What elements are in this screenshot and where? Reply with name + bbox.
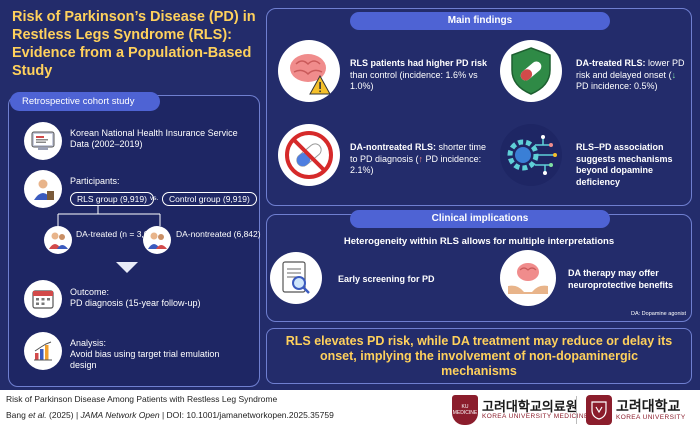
footer-doi: | DOI: 10.1001/jamanetworkopen.2025.3575… bbox=[159, 410, 334, 420]
main-area: Risk of Parkinson’s Disease (PD) in Rest… bbox=[0, 0, 700, 390]
brain-warning-icon bbox=[278, 40, 340, 102]
ku-name-en: KOREA UNIVERSITY bbox=[616, 414, 686, 421]
implications-header: Clinical implications bbox=[350, 210, 610, 228]
calendar-icon bbox=[24, 280, 62, 318]
ku-crest-icon bbox=[586, 395, 612, 425]
cohort-header: Retrospective cohort study bbox=[10, 92, 160, 111]
gear-circuit-icon bbox=[500, 124, 562, 186]
finding-da-treated-bold: DA-treated RLS: bbox=[576, 58, 646, 68]
footer-citation: Bang et al. (2025) | JAMA Network Open |… bbox=[6, 410, 334, 420]
data-source-text: Korean National Health Insurance Service… bbox=[70, 128, 238, 149]
footer: Risk of Parkinson Disease Among Patients… bbox=[0, 390, 700, 430]
ku-medicine-name-en: KOREA UNIVERSITY MEDICINE bbox=[482, 413, 589, 420]
footer-journal: JAMA Network Open bbox=[80, 410, 160, 420]
up-arrow-red-icon: ↑ bbox=[418, 153, 424, 164]
finding-da-nontreated-rest: shorter time to PD diagnosis ( bbox=[350, 142, 487, 164]
finding-mechanism: RLS–PD association suggests mechanisms b… bbox=[576, 142, 688, 188]
ku-medicine-logo-icon: KU MEDICINE bbox=[452, 395, 478, 425]
rls-group-pill: RLS group (9,919) bbox=[70, 192, 154, 206]
finding-rls-risk-bold: RLS patients had higher PD risk bbox=[350, 58, 488, 68]
vs-label: vs. bbox=[150, 195, 159, 202]
finding-da-treated-tail: PD incidence: 0.5%) bbox=[576, 81, 658, 91]
footer-year: (2025) | bbox=[46, 410, 81, 420]
analysis-chart-icon bbox=[24, 332, 62, 370]
finding-da-nontreated-tail: PD incidence: 2.1%) bbox=[350, 153, 482, 176]
finding-rls-risk-rest: than control (incidence: 1.6% vs 1.0%) bbox=[350, 69, 478, 92]
outcome-text: PD diagnosis (15-year follow-up) bbox=[70, 298, 201, 308]
implication-early-screening: Early screening for PD bbox=[338, 274, 435, 284]
ku-name-ko: 고려대학교 bbox=[616, 398, 681, 414]
analysis-text: Avoid bias using target trial emulation … bbox=[70, 349, 220, 370]
branch-lines bbox=[57, 206, 161, 226]
analysis-label: Analysis: bbox=[70, 338, 107, 348]
footer-article-title: Risk of Parkinson Disease Among Patients… bbox=[6, 394, 278, 404]
finding-mechanism-bold: RLS–PD association suggests mechanisms b… bbox=[576, 142, 673, 187]
da-nontreated-text: DA-nontreated (6,842) bbox=[176, 229, 261, 239]
conclusion-box: RLS elevates PD risk, while DA treatment… bbox=[266, 328, 692, 384]
finding-da-treated: DA-treated RLS: lower PD risk and delaye… bbox=[576, 58, 685, 91]
down-arrow-icon bbox=[116, 262, 138, 273]
shield-pill-icon bbox=[500, 40, 562, 102]
participants-label: Participants: bbox=[70, 176, 120, 186]
database-icon bbox=[24, 122, 62, 160]
finding-da-treated-rest: lower PD risk and delayed onset bbox=[576, 58, 685, 80]
ku-medicine-name-ko: 고려대학교의료원 bbox=[482, 399, 578, 414]
implications-subtitle: Heterogeneity within RLS allows for mult… bbox=[343, 236, 615, 247]
no-pill-icon bbox=[278, 124, 340, 186]
finding-da-nontreated-bold: DA-nontreated RLS: bbox=[350, 142, 436, 152]
findings-header: Main findings bbox=[350, 12, 610, 30]
da-treated-text: DA-treated (n = 3,077) bbox=[76, 229, 161, 239]
outcome-label: Outcome: bbox=[70, 287, 110, 297]
brain-hands-icon bbox=[500, 250, 556, 306]
implication-da-therapy: DA therapy may offer neuroprotective ben… bbox=[568, 268, 674, 290]
finding-da-nontreated: DA-nontreated RLS: shorter time to PD di… bbox=[350, 142, 496, 177]
infographic-title: Risk of Parkinson’s Disease (PD) in Rest… bbox=[12, 9, 256, 79]
logo-divider bbox=[576, 396, 577, 424]
abbreviation-note: DA: Dopamine agonist bbox=[630, 311, 686, 317]
da-nontreated-icon bbox=[143, 226, 171, 254]
finding-rls-risk: RLS patients had higher PD risk than con… bbox=[350, 58, 500, 93]
findings-panel bbox=[266, 8, 692, 206]
control-group-pill: Control group (9,919) bbox=[162, 192, 257, 206]
conclusion-text: RLS elevates PD risk, while DA treatment… bbox=[285, 333, 673, 378]
footer-etal: et al. bbox=[28, 410, 47, 420]
da-treated-icon bbox=[44, 226, 72, 254]
down-arrow-green-icon: ↓ bbox=[671, 69, 677, 80]
footer-author: Bang bbox=[6, 410, 29, 420]
participants-icon bbox=[24, 170, 62, 208]
screening-icon bbox=[270, 252, 322, 304]
